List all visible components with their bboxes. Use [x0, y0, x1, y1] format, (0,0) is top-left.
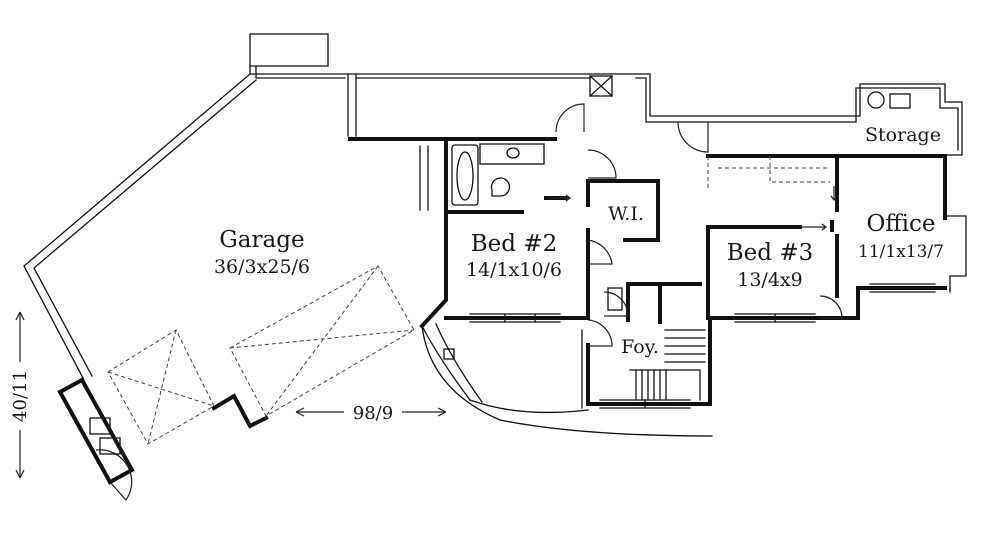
room-foyer-name: Foy. [621, 336, 659, 358]
room-walkin-name: W.I. [608, 203, 644, 225]
main-walls [57, 137, 947, 485]
room-storage-name: Storage [865, 124, 941, 146]
dimension-depth: 40/11 [10, 311, 31, 479]
dimension-width: 98/9 [295, 403, 447, 424]
door-arrows [550, 186, 838, 232]
entry-porch [421, 323, 713, 437]
stairs [629, 329, 706, 401]
dimension-width-label: 98/9 [353, 403, 393, 424]
room-bed2-name: Bed #2 [471, 231, 557, 257]
garage-door-dashes [107, 265, 415, 445]
room-bed2-size: 14/1x10/6 [466, 259, 562, 281]
room-garage-name: Garage [219, 227, 304, 253]
windows [419, 145, 936, 409]
room-office-size: 11/1x13/7 [858, 242, 944, 262]
cabinet-dashes [707, 156, 830, 190]
outer-walls [23, 33, 967, 381]
room-garage-size: 36/3x25/6 [214, 256, 310, 278]
room-bed3-name: Bed #3 [727, 240, 813, 266]
dimension-depth-label: 40/11 [10, 370, 31, 422]
bath-fixtures [89, 75, 911, 455]
door-swings [95, 103, 843, 501]
room-bed3-size: 13/4x9 [737, 269, 802, 291]
room-office-name: Office [866, 211, 935, 237]
